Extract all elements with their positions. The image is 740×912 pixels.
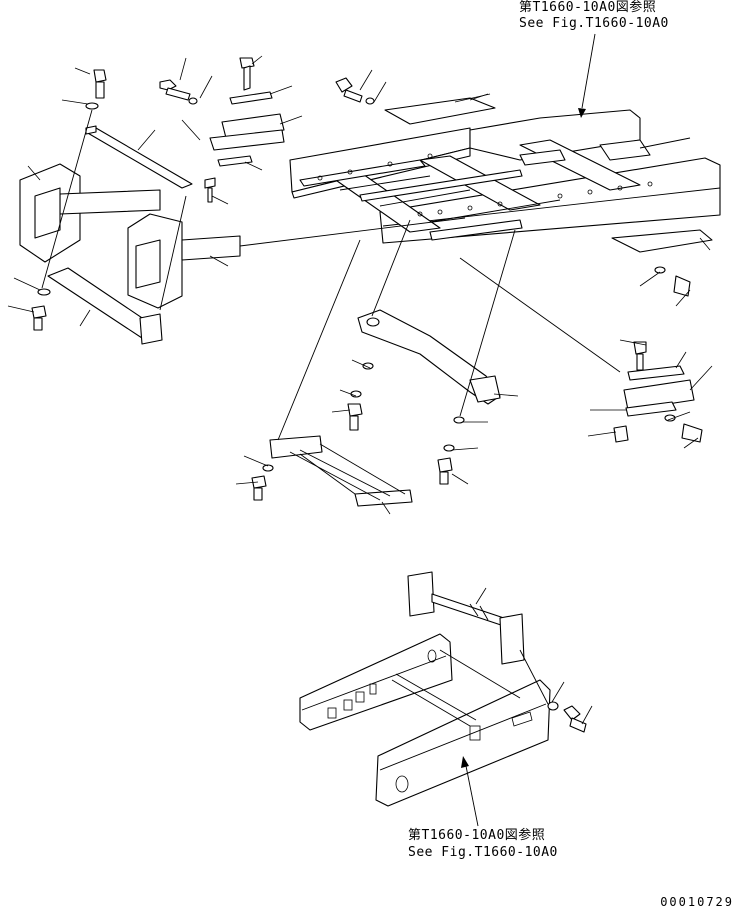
lower-frame-assembly (299, 571, 587, 807)
drawing-number: 00010729 (660, 895, 734, 909)
leader-lines-top (7, 55, 713, 515)
main-frame-assembly (289, 109, 721, 244)
reference-note-bottom-japanese: 第T1660-10A0図参照 (408, 828, 546, 843)
reference-note-top-english: See Fig.T1660-10A0 (519, 16, 669, 31)
leader-lines-bottom (475, 587, 593, 725)
bolts-left (31, 69, 107, 331)
arched-beam (357, 309, 501, 405)
upper-plate-bracket (384, 97, 496, 125)
reference-arrow-top (578, 33, 596, 118)
reference-note-bottom-english: See Fig.T1660-10A0 (408, 845, 558, 860)
bolts-top (159, 57, 375, 203)
frame-holes (317, 153, 653, 217)
bolts-middle (347, 362, 465, 485)
bracket-stack (209, 91, 285, 167)
upper-left-bar (85, 127, 193, 189)
counterweight-left (19, 163, 161, 263)
x-brace-frame (269, 435, 413, 507)
reference-arrow-bottom (461, 756, 479, 827)
bracket-stack-right (611, 229, 713, 443)
reference-note-top-japanese: 第T1660-10A0図参照 (519, 0, 657, 15)
counterweight-right (127, 213, 466, 309)
